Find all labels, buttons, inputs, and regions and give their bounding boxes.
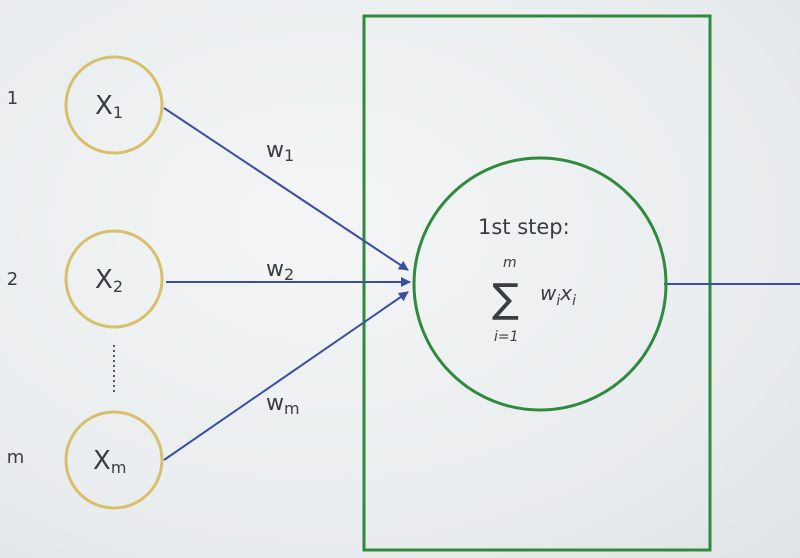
edge-x1 bbox=[163, 107, 409, 271]
input-label-1: X1 bbox=[95, 91, 123, 122]
feature-label-1: e 1 bbox=[0, 88, 18, 109]
sum-term: wixi bbox=[540, 281, 576, 309]
edge-xm bbox=[163, 291, 409, 461]
sigma-symbol: ∑ bbox=[492, 276, 519, 322]
input-node-2 bbox=[64, 229, 164, 329]
input-label-m: Xm bbox=[93, 446, 126, 477]
weight-label-m: wm bbox=[266, 391, 300, 418]
feature-label-2: e 2 bbox=[0, 269, 18, 290]
step-label: 1st step: bbox=[478, 215, 570, 239]
input-label-2: X2 bbox=[95, 265, 123, 296]
sum-upper: m bbox=[503, 255, 517, 271]
neuron-circle bbox=[412, 156, 668, 412]
neuron-box bbox=[362, 14, 712, 552]
weight-label-1: w1 bbox=[266, 138, 294, 165]
feature-label-m: e m bbox=[0, 447, 24, 468]
input-node-m bbox=[64, 410, 164, 510]
sum-lower: i=1 bbox=[494, 329, 519, 345]
input-node-1 bbox=[64, 55, 164, 155]
weight-label-2: w2 bbox=[266, 257, 294, 284]
